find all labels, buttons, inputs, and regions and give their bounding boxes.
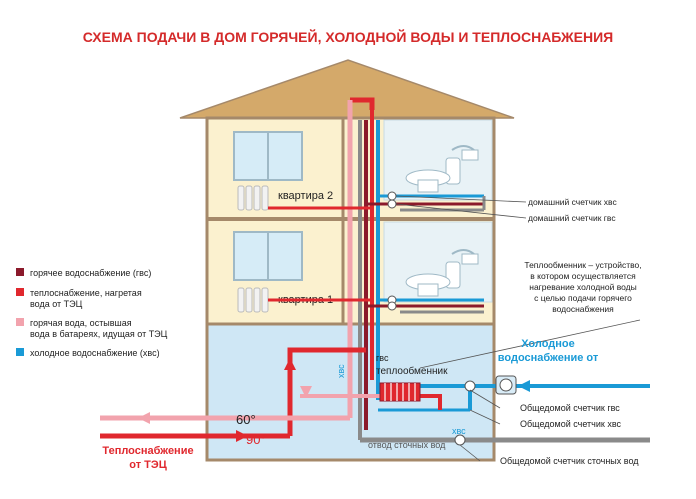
radiator-apt2 xyxy=(237,185,269,211)
toilet-lower xyxy=(405,261,461,297)
sink-upper xyxy=(451,145,479,161)
hvs-vertical-label: хвс xyxy=(336,364,346,378)
building-hot-meter-label: Общедомой счетчик гвс xyxy=(520,403,620,413)
legend-heat-label-1: теплоснабжение, нагретая xyxy=(30,288,142,298)
heat-exchanger xyxy=(379,382,421,402)
home-hot-meter-upper xyxy=(387,199,397,209)
toilet-upper xyxy=(405,157,461,193)
cold-supply-label-2: водоснабжение от xyxy=(498,352,599,364)
top-loop xyxy=(350,97,375,110)
temp-60: 60° xyxy=(236,412,256,427)
building-cold-meter-label: Общедомой счетчик хвс xyxy=(520,419,621,429)
exchanger-desc-3: нагревание холодной воды xyxy=(529,282,636,292)
gvs-label: гвс xyxy=(376,353,389,363)
cold-main-meter xyxy=(464,380,476,392)
hvs-basement-label: хвс xyxy=(452,426,466,436)
legend-return-label-1: горячая вода, остывшая xyxy=(30,318,132,328)
legend-heat-swatch xyxy=(16,288,24,296)
radiator-apt1 xyxy=(237,287,269,313)
cold-inlet-arrow xyxy=(518,380,530,392)
exchanger-desc-2: в котором осуществляется xyxy=(530,271,636,281)
home-cold-meter-upper xyxy=(387,191,397,201)
apartment-2-label: квартира 2 xyxy=(278,190,333,202)
heat-supply-label-2: от ТЭЦ xyxy=(129,459,166,471)
exchanger-desc-5: водоснабжения xyxy=(552,304,614,314)
heat-supply-label-1: Теплоснабжение xyxy=(102,445,193,457)
legend-return-swatch xyxy=(16,318,24,326)
temp-90: 90° xyxy=(246,432,266,447)
home-hot-meter-label: домашний счетчик гвс xyxy=(528,213,616,223)
drain-meter xyxy=(454,434,466,446)
legend-hot-label: горячее водоснабжение (гвс) xyxy=(30,268,151,278)
exchanger-label: теплообменник xyxy=(376,365,448,377)
home-hot-meter-lower xyxy=(387,301,397,311)
legend: горячее водоснабжение (гвс) теплоснабжен… xyxy=(16,268,168,358)
exchanger-leader xyxy=(419,319,641,369)
legend-cold-swatch xyxy=(16,348,24,356)
page-title: СХЕМА ПОДАЧИ В ДОМ ГОРЯЧЕЙ, ХОЛОДНОЙ ВОД… xyxy=(83,28,614,45)
cold-supply-label-1: Холодное xyxy=(521,338,575,350)
exchanger-desc-4: с целью подачи горячего xyxy=(534,293,632,303)
home-cold-meter-label: домашний счетчик хвс xyxy=(528,197,617,207)
legend-hot-swatch xyxy=(16,268,24,276)
drain-label: отвод сточных вод xyxy=(368,440,446,450)
legend-return-label-2: вода в батареях, идущая от ТЭЦ xyxy=(30,329,168,339)
heating-main-riser xyxy=(287,347,366,436)
window-apt2 xyxy=(233,131,303,181)
sink-lower xyxy=(451,249,479,265)
legend-heat-label-2: вода от ТЭЦ xyxy=(30,299,83,309)
building-drain-meter-label: Общедомой счетчик сточных вод xyxy=(500,456,639,466)
window-apt1 xyxy=(233,231,303,281)
exchanger-desc-1: Теплообменник – устройство, xyxy=(524,260,641,270)
legend-cold-label: холодное водоснабжение (хвс) xyxy=(30,348,160,358)
roof xyxy=(179,59,515,119)
